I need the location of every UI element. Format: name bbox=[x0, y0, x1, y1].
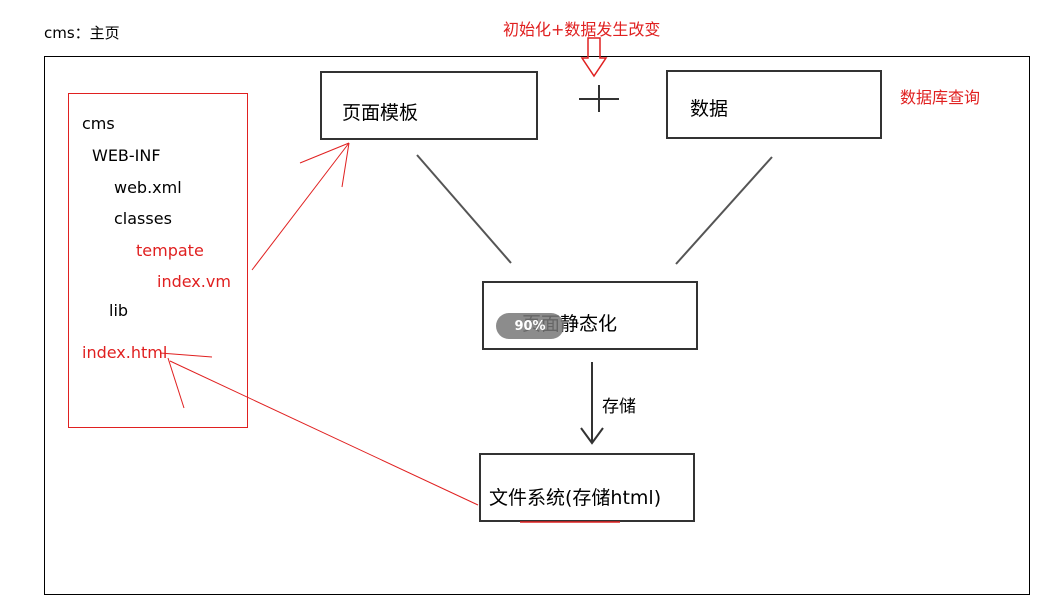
db-query-note: 数据库查询 bbox=[900, 88, 981, 107]
tree-item-classes: classes bbox=[114, 209, 172, 228]
tree-item-lib: lib bbox=[109, 301, 129, 320]
tree-item-tempate: tempate bbox=[136, 241, 204, 260]
tree-item-web-xml: web.xml bbox=[114, 178, 182, 197]
zoom-level-badge[interactable]: 90% bbox=[496, 313, 564, 339]
tree-item-cms: cms bbox=[82, 114, 115, 133]
html-arrow-head-b bbox=[167, 357, 185, 409]
init-arrow-icon bbox=[580, 37, 608, 78]
node-page-template: 页面模板 bbox=[320, 71, 538, 140]
tree-item-index-vm: index.vm bbox=[157, 272, 231, 291]
tree-item-web-inf: WEB-INF bbox=[92, 146, 161, 165]
data-to-staticize-line bbox=[675, 156, 773, 265]
file-tree-panel: cms WEB-INF web.xml classes tempate inde… bbox=[68, 93, 248, 428]
diagram-frame bbox=[44, 56, 1030, 595]
node-filesystem-label: 文件系统(存储html) bbox=[489, 487, 662, 509]
page-title: cms：主页 bbox=[44, 24, 120, 42]
filesystem-to-html-arrow bbox=[169, 360, 479, 506]
vm-to-template-arrow bbox=[251, 142, 350, 271]
html-arrow-head-a bbox=[159, 352, 213, 358]
store-arrow-head bbox=[580, 427, 604, 445]
node-filesystem: 文件系统(存储html) bbox=[479, 453, 695, 522]
vm-arrow-head-a bbox=[299, 142, 350, 164]
node-data: 数据 bbox=[666, 70, 882, 139]
node-page-template-label: 页面模板 bbox=[342, 102, 419, 124]
template-to-staticize-line bbox=[416, 154, 512, 264]
vm-arrow-head-b bbox=[341, 142, 350, 188]
store-edge-label: 存储 bbox=[602, 397, 636, 417]
node-data-label: 数据 bbox=[690, 98, 729, 120]
tree-item-index-html: index.html bbox=[82, 343, 168, 362]
init-change-note: 初始化+数据发生改变 bbox=[503, 20, 661, 39]
